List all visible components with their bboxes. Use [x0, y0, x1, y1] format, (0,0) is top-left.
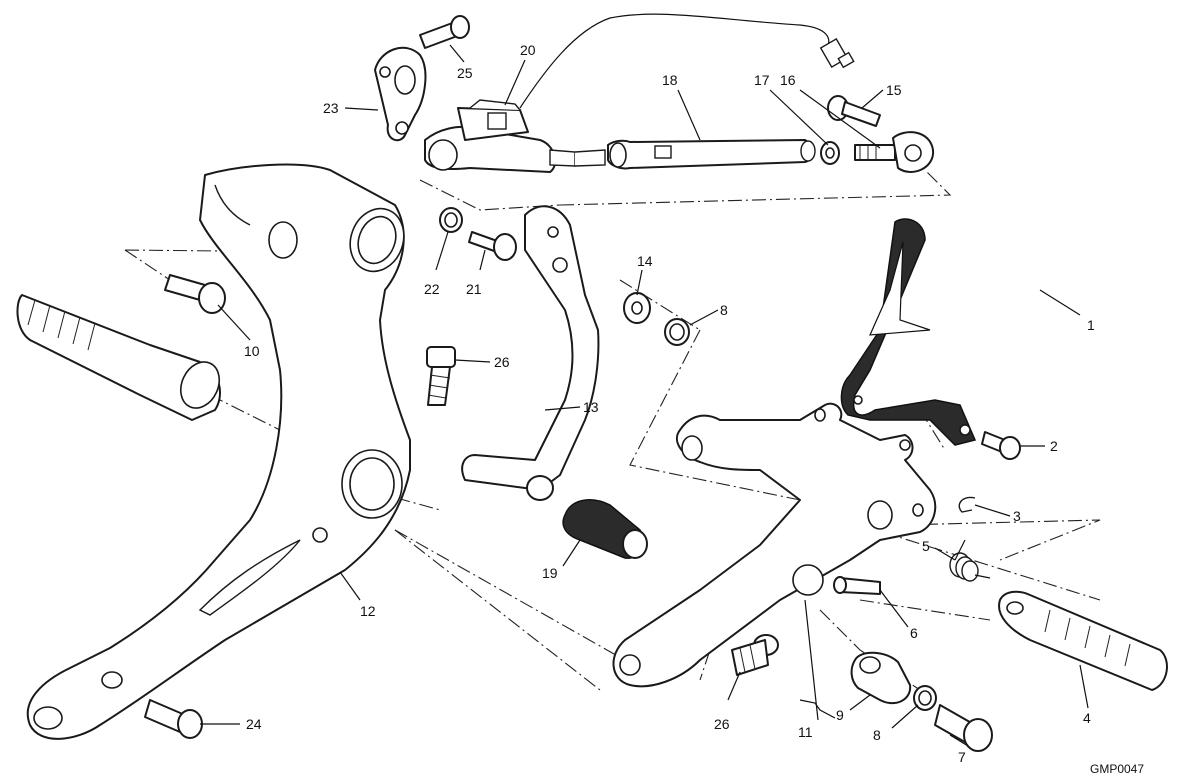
pedal-rubber-part-19 [562, 499, 648, 559]
drawing-code: GMP0047 [1090, 762, 1144, 775]
callout-6: 6 [910, 625, 918, 641]
clip-part-3 [958, 496, 976, 513]
callout-3: 3 [1013, 508, 1021, 524]
callout-14: 14 [637, 253, 653, 269]
bolt-part-15 [827, 95, 881, 127]
callout-9: 9 [836, 707, 844, 723]
callout-15: 15 [886, 82, 902, 98]
bracket-part-23 [374, 46, 427, 142]
callout-11: 11 [798, 724, 813, 740]
bolt-part-25 [419, 15, 470, 49]
callout-18: 18 [662, 72, 678, 88]
callout-2: 2 [1050, 438, 1058, 454]
callout-10: 10 [244, 343, 260, 359]
bolt-part-26-upper [426, 346, 456, 406]
rod-end-part-16 [854, 131, 935, 173]
footpeg-part-4 [998, 590, 1168, 691]
callout-16: 16 [780, 72, 796, 88]
callout-26-upper: 26 [494, 354, 510, 370]
callout-8-lower: 8 [873, 727, 881, 743]
rider-footpeg-bracket [612, 402, 937, 688]
callout-24: 24 [246, 716, 262, 732]
shim-part-11 [799, 699, 836, 719]
pin-part-6 [833, 576, 881, 595]
ring-part-8-lower [913, 685, 937, 711]
callout-7: 7 [958, 749, 966, 765]
callout-22: 22 [424, 281, 440, 297]
callout-25: 25 [457, 65, 473, 81]
bolt-part-2 [981, 431, 1021, 460]
callout-labels: 1 2 3 4 5 6 7 8 8 9 10 11 12 13 14 15 16… [244, 42, 1144, 775]
washer-part-22 [439, 207, 463, 233]
pin-part-7 [934, 704, 993, 752]
heel-guard-part-1 [840, 218, 977, 446]
footpeg-pin [16, 294, 221, 421]
callout-8-upper: 8 [720, 302, 728, 318]
brake-pedal-part-13 [461, 205, 600, 501]
callout-4: 4 [1083, 710, 1091, 726]
ring-part-8-upper [664, 318, 690, 346]
callout-1: 1 [1087, 317, 1095, 333]
callout-12: 12 [360, 603, 376, 619]
callout-5: 5 [922, 538, 930, 554]
nut-part-17 [820, 141, 840, 165]
footpeg-bracket-part-12 [26, 163, 411, 740]
bolt-part-24 [144, 699, 203, 739]
bushing-part-9 [850, 651, 912, 705]
callout-13: 13 [583, 399, 599, 415]
bolt-part-10 [164, 274, 226, 314]
bolt-part-26-lower [731, 634, 779, 676]
callout-19: 19 [542, 565, 558, 581]
callout-23: 23 [323, 100, 339, 116]
bolt-part-21 [468, 231, 517, 261]
washer-part-14 [623, 292, 651, 324]
sensor-unit-part-20 [424, 13, 855, 173]
callout-leaders [200, 44, 1089, 747]
callout-21: 21 [466, 281, 482, 297]
callout-20: 20 [520, 42, 536, 58]
callout-17: 17 [754, 72, 770, 88]
spring-part-5 [949, 539, 991, 582]
rod-part-18 [607, 139, 816, 170]
callout-26-lower: 26 [714, 716, 730, 732]
